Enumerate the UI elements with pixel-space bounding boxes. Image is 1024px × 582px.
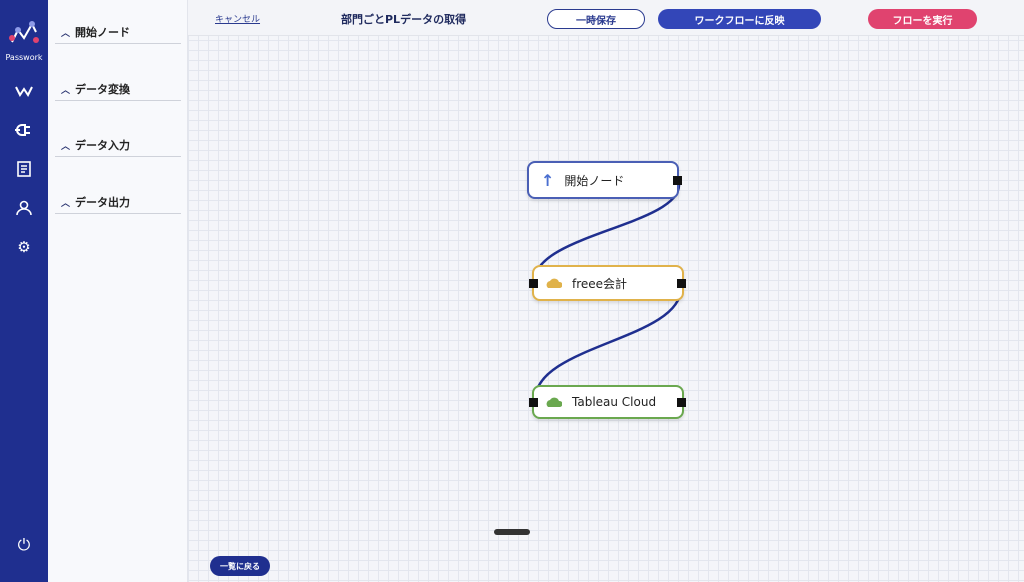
document-icon[interactable] [12, 157, 36, 181]
node-label: freee会計 [572, 276, 628, 291]
save-draft-button[interactable]: 一時保存 [547, 9, 645, 29]
node-palette: ︿ 開始ノード ︿ データ変換 ︿ データ入力 ︿ データ出力 [48, 0, 188, 582]
page-title: 部門ごとPLデータの取得 [341, 13, 467, 26]
section-label: データ出力 [75, 196, 130, 209]
output-port[interactable] [673, 176, 682, 185]
section-data-input[interactable]: ︿ データ入力 [55, 137, 181, 157]
back-to-list-button[interactable]: 一覧に戻る [210, 556, 270, 576]
logo[interactable]: Passwork [2, 18, 46, 62]
output-port[interactable] [677, 279, 686, 288]
cloud-icon [546, 278, 562, 288]
node-start[interactable]: ↑ 開始ノード [527, 161, 679, 199]
section-label: 開始ノード [75, 26, 130, 39]
brand-name: Passwork [5, 53, 43, 62]
input-port[interactable] [529, 279, 538, 288]
section-data-transform[interactable]: ︿ データ変換 [55, 81, 181, 101]
power-icon[interactable]: ⏻ [17, 535, 31, 554]
section-start-node[interactable]: ︿ 開始ノード [55, 24, 181, 44]
sidebar: Passwork ⚙ ⏻ [0, 0, 48, 582]
output-port[interactable] [677, 398, 686, 407]
logo-icon [9, 21, 39, 43]
header: キャンセル 部門ごとPLデータの取得 一時保存 ワークフローに反映 フローを実行 [188, 0, 1024, 36]
node-label: 開始ノード [564, 173, 625, 188]
section-label: データ入力 [75, 139, 130, 152]
input-port[interactable] [529, 398, 538, 407]
arrow-up-icon: ↑ [541, 170, 555, 190]
chevron-up-icon: ︿ [61, 142, 71, 152]
section-label: データ変換 [75, 83, 130, 96]
edge-freee-to-tableau [533, 287, 683, 401]
gear-icon[interactable]: ⚙ [17, 238, 31, 256]
chevron-up-icon: ︿ [61, 29, 71, 39]
chevron-up-icon: ︿ [61, 86, 71, 96]
cloud-icon [546, 397, 562, 407]
workflow-icon[interactable] [12, 79, 36, 103]
user-icon[interactable] [12, 196, 36, 220]
section-data-output[interactable]: ︿ データ出力 [55, 194, 181, 214]
cancel-link[interactable]: キャンセル [215, 15, 261, 25]
apply-workflow-button[interactable]: ワークフローに反映 [658, 9, 821, 29]
node-freee[interactable]: freee会計 [532, 265, 684, 301]
chevron-up-icon: ︿ [61, 199, 71, 209]
run-flow-button[interactable]: フローを実行 [868, 9, 977, 29]
drag-handle[interactable] [494, 529, 530, 535]
plug-icon[interactable] [12, 118, 36, 142]
node-label: Tableau Cloud [572, 395, 657, 409]
node-tableau[interactable]: Tableau Cloud [532, 385, 684, 419]
